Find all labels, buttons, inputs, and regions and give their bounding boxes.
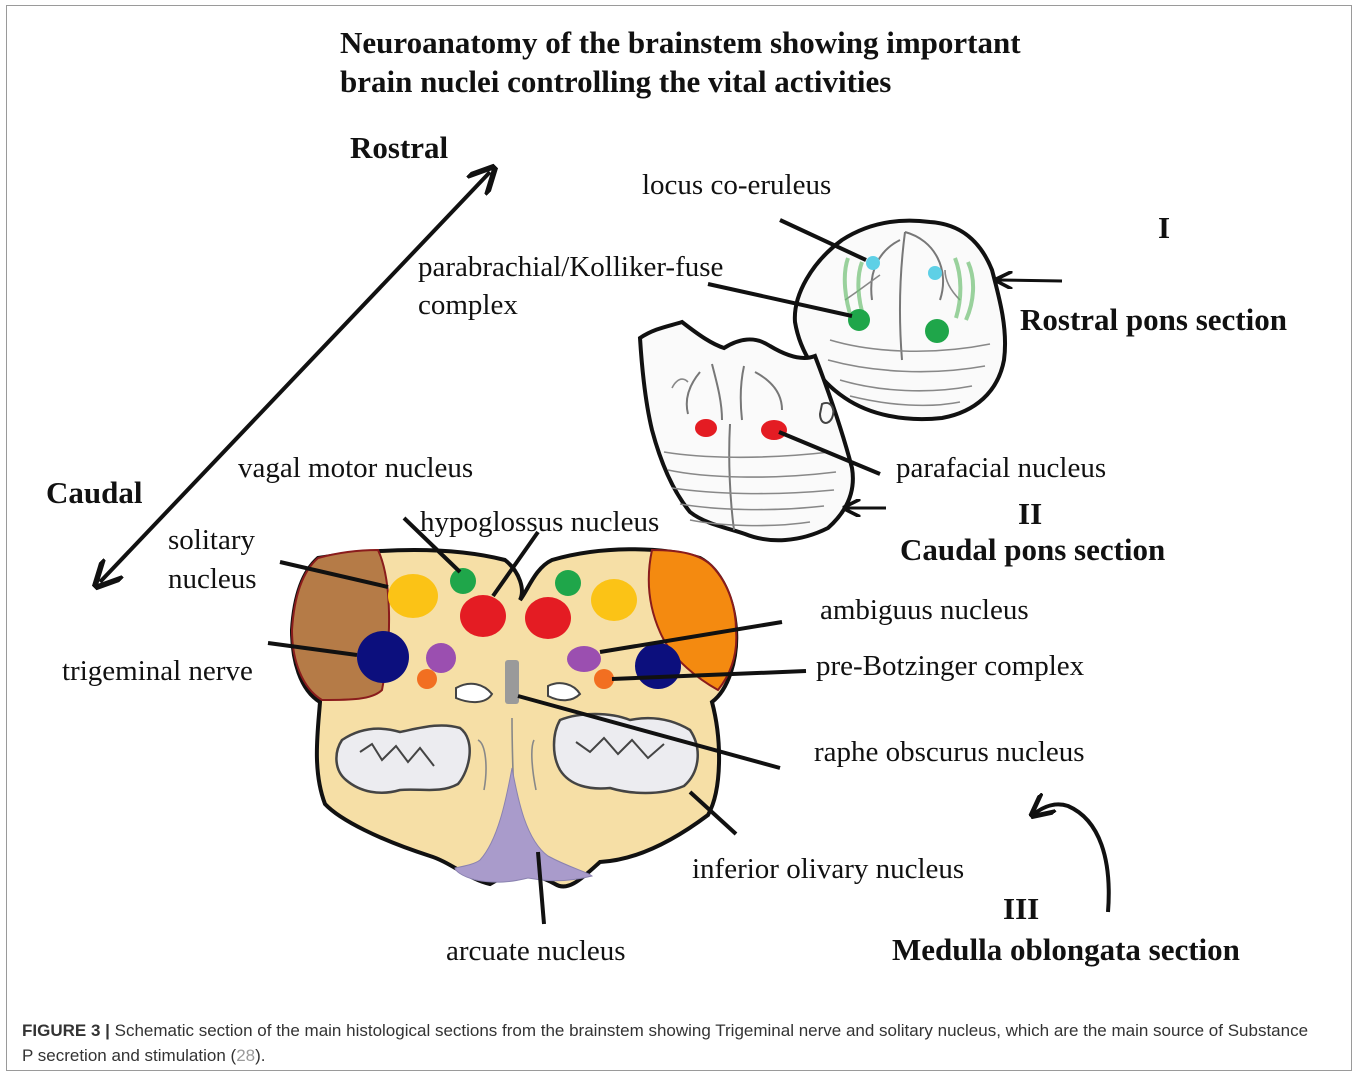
medulla-section (292, 549, 736, 886)
ambiguus-left (426, 643, 456, 673)
raphe-obscurus-marker (505, 660, 519, 704)
locus-coeruleus-left (866, 256, 880, 270)
raphe-label: raphe obscurus nucleus (814, 736, 1085, 768)
prebotzinger-right (594, 669, 614, 689)
ambiguus-right (567, 646, 601, 672)
title-line-2: brain nuclei controlling the vital activ… (340, 64, 891, 99)
vagal-motor-right (555, 570, 581, 596)
inferior-olivary-label: inferior olivary nucleus (692, 853, 964, 885)
medulla-label: Medulla oblongata section (892, 932, 1240, 967)
prebotzinger-left (417, 669, 437, 689)
solitary-label-2: nucleus (168, 563, 257, 595)
solitary-label-1: solitary (168, 524, 255, 556)
section-i-numeral: I (1158, 210, 1170, 245)
caudal-pons-label: Caudal pons section (900, 532, 1165, 567)
caudal-label: Caudal (46, 475, 143, 510)
locus-coeruleus-right (928, 266, 942, 280)
figure-caption: FIGURE 3 | Schematic section of the main… (22, 1018, 1322, 1068)
parafacial-label: parafacial nucleus (896, 452, 1106, 484)
medulla-pointer (1034, 804, 1109, 912)
parabrachial-right (925, 319, 949, 343)
trigeminal-nucleus-left (357, 631, 409, 683)
hypoglossus-right (525, 597, 571, 639)
hypoglossus-left (460, 595, 506, 637)
section-ii-numeral: II (1018, 496, 1042, 531)
prebotzinger-label: pre-Botzinger complex (816, 650, 1085, 682)
parafacial-left (695, 419, 717, 437)
parafacial-right (761, 420, 787, 440)
solitary-nucleus-right (591, 579, 637, 621)
ambiguus-label: ambiguus nucleus (820, 594, 1029, 626)
solitary-nucleus-left (388, 574, 438, 618)
parabrachial-label-1: parabrachial/Kolliker-fuse (418, 251, 723, 283)
arcuate-label: arcuate nucleus (446, 935, 626, 967)
trigeminal-label: trigeminal nerve (62, 655, 253, 687)
caption-text: Schematic section of the main histologic… (22, 1021, 1308, 1065)
caption-end: ). (255, 1046, 265, 1065)
caption-reference-link[interactable]: 28 (236, 1046, 255, 1065)
vagal-label: vagal motor nucleus (238, 452, 473, 484)
parabrachial-left (848, 309, 870, 331)
trigeminal-nucleus-right (635, 643, 681, 689)
parabrachial-label-2: complex (418, 289, 518, 321)
rostral-pons-pointer (998, 280, 1062, 281)
locus-label: locus co-eruleus (642, 169, 831, 201)
rostral-label: Rostral (350, 130, 449, 165)
hypoglossus-label: hypoglossus nucleus (420, 506, 659, 538)
title-line-1: Neuroanatomy of the brainstem showing im… (340, 25, 1021, 60)
rostral-pons-label: Rostral pons section (1020, 302, 1287, 337)
section-iii-numeral: III (1003, 891, 1039, 926)
figure-number: FIGURE 3 | (22, 1021, 110, 1040)
vagal-motor-left (450, 568, 476, 594)
